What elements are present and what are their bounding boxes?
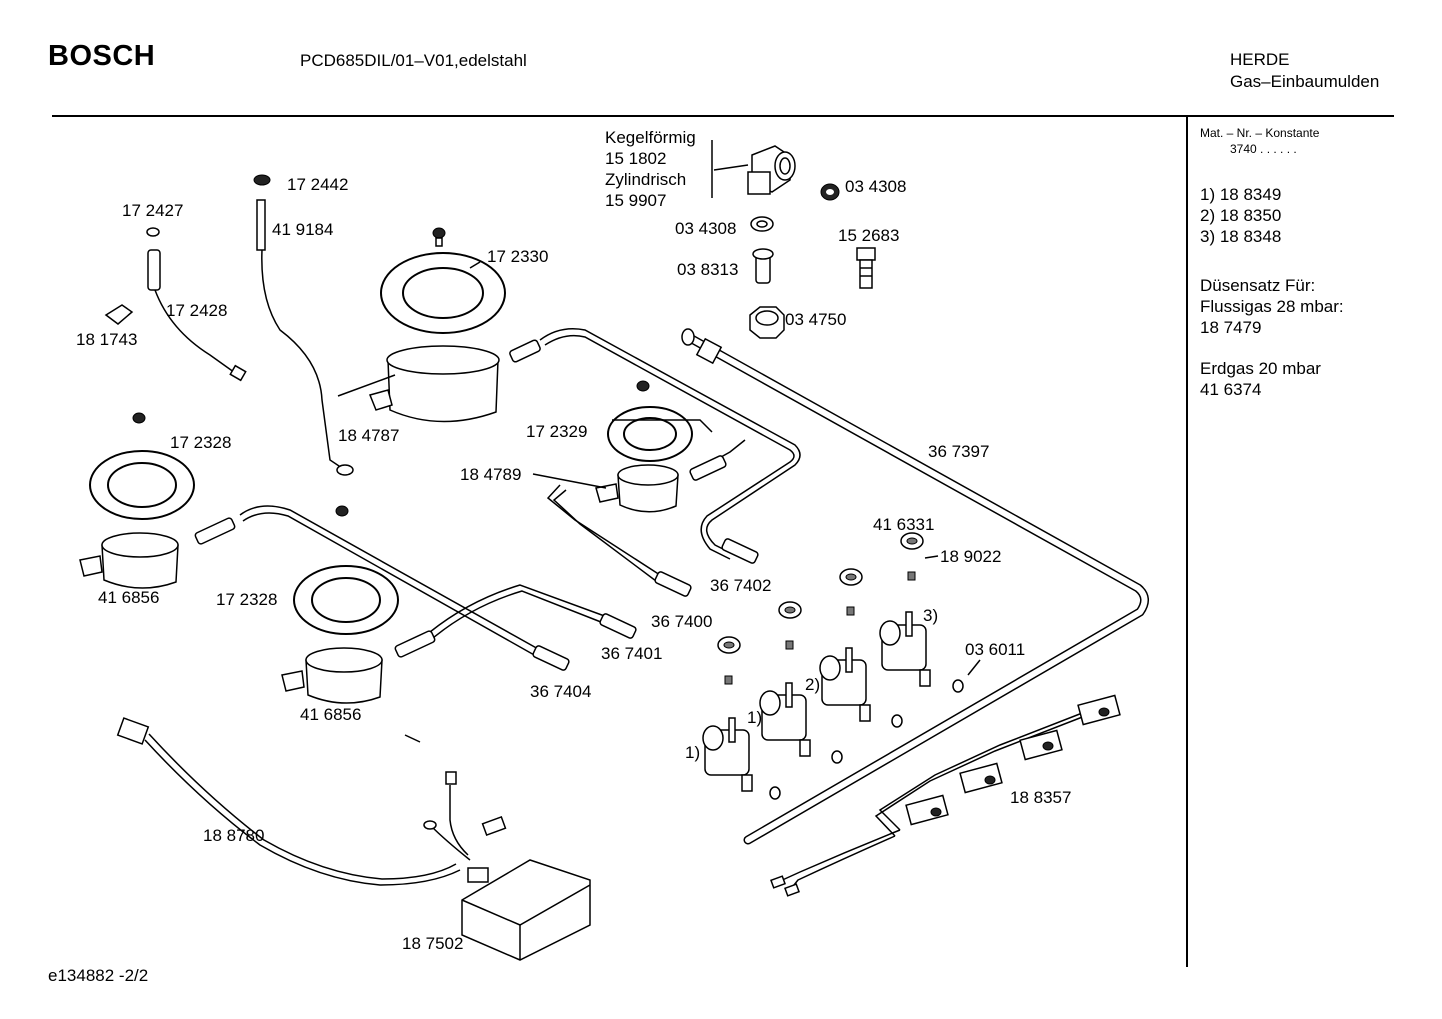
mat-number-header: Mat. – Nr. – Konstante: [1200, 126, 1320, 140]
seal-washer-034308-right: [820, 183, 840, 201]
callout-159907: 15 9907: [605, 191, 667, 210]
callout-kegelfoermig: Kegelförmig: [605, 128, 696, 147]
gas-pipes-burners: [239, 328, 801, 657]
callout-188780: 18 8780: [203, 826, 265, 845]
seal-washer-034308-left: [750, 216, 774, 232]
lpg-value: 18 7479: [1200, 318, 1262, 337]
burner-cup-left: [79, 412, 195, 589]
main-gas-pipe: [681, 328, 1149, 845]
valve-tag-3: 3): [923, 606, 939, 625]
callout-367400: 36 7400: [651, 612, 713, 631]
ng-value: 41 6374: [1200, 380, 1262, 399]
callout-367402: 36 7402: [710, 576, 772, 595]
callout-367401: 36 7401: [601, 644, 663, 663]
burner-cup-middle: [281, 505, 399, 704]
valve-tag-2: 2): [805, 675, 821, 694]
callout-367397: 36 7397: [928, 442, 990, 461]
drawing-number: e134882 -2/2: [48, 966, 149, 985]
variant-2: 2) 18 8350: [1200, 206, 1282, 225]
callout-172442: 17 2442: [287, 175, 349, 194]
nozzle-set-title: Düsensatz Für:: [1200, 276, 1316, 295]
ng-label: Erdgas 20 mbar: [1200, 359, 1321, 378]
callout-419184: 41 9184: [272, 220, 334, 239]
callout-187502: 18 7502: [402, 934, 464, 953]
callout-172329: 17 2329: [526, 422, 588, 441]
callout-416331: 41 6331: [873, 515, 935, 534]
callout-172428: 17 2428: [166, 301, 228, 320]
variant-3: 3) 18 8348: [1200, 227, 1282, 246]
callout-172330: 17 2330: [487, 247, 549, 266]
valve-tag-1-upper: 1): [747, 708, 763, 727]
thermocouple-419184: [253, 174, 354, 476]
callout-367404: 36 7404: [530, 682, 592, 701]
brand-logo: BOSCH: [48, 40, 156, 72]
callout-184787: 18 4787: [338, 426, 400, 445]
callout-172328-middle: 17 2328: [216, 590, 278, 609]
category-title: HERDE: [1230, 50, 1290, 69]
callout-181743: 18 1743: [76, 330, 138, 349]
sidebar-divider: [1186, 117, 1188, 967]
burner-cup-center: [532, 380, 693, 513]
hose-nozzle-152683: [856, 247, 876, 289]
valve-tag-1-lower: 1): [685, 743, 701, 762]
ignition-module: [461, 859, 591, 961]
leader-lines: [337, 261, 481, 743]
header-divider: [52, 115, 1394, 117]
callout-038313: 03 8313: [677, 260, 739, 279]
callout-151802: 15 1802: [605, 149, 667, 168]
callout-172328-left: 17 2328: [170, 433, 232, 452]
pipe-fittings: [194, 339, 759, 671]
ignition-electrode: [104, 227, 247, 382]
callout-034308-left: 03 4308: [675, 219, 737, 238]
wiring-harness: [116, 717, 507, 886]
mat-number-value: 3740 . . . . . .: [1230, 142, 1297, 156]
callout-189022: 18 9022: [940, 547, 1002, 566]
callout-416856-middle: 41 6856: [300, 705, 362, 724]
category-subtitle: Gas–Einbaumulden: [1230, 72, 1380, 91]
callout-188357: 18 8357: [1010, 788, 1072, 807]
callout-416856-left: 41 6856: [98, 588, 160, 607]
nozzles-springs: [717, 532, 981, 800]
model-number: PCD685DIL/01–V01,edelstahl: [300, 51, 527, 70]
nut-034750: [749, 306, 785, 339]
callout-152683: 15 2683: [838, 226, 900, 245]
burner-cup-upper: [368, 227, 506, 423]
callout-034308-right: 03 4308: [845, 177, 907, 196]
gas-valves: [702, 611, 931, 792]
callout-172427: 17 2427: [122, 201, 184, 220]
callout-184789: 18 4789: [460, 465, 522, 484]
variant-1: 1) 18 8349: [1200, 185, 1282, 204]
callout-036011: 03 6011: [965, 640, 1026, 659]
lpg-label: Flussigas 28 mbar:: [1200, 297, 1344, 316]
callout-034750: 03 4750: [785, 310, 847, 329]
nipple-038313: [752, 248, 774, 284]
callout-zylindrisch: Zylindrisch: [605, 170, 687, 189]
ignition-switches: [770, 694, 1121, 897]
elbow-fitting: [711, 140, 796, 198]
